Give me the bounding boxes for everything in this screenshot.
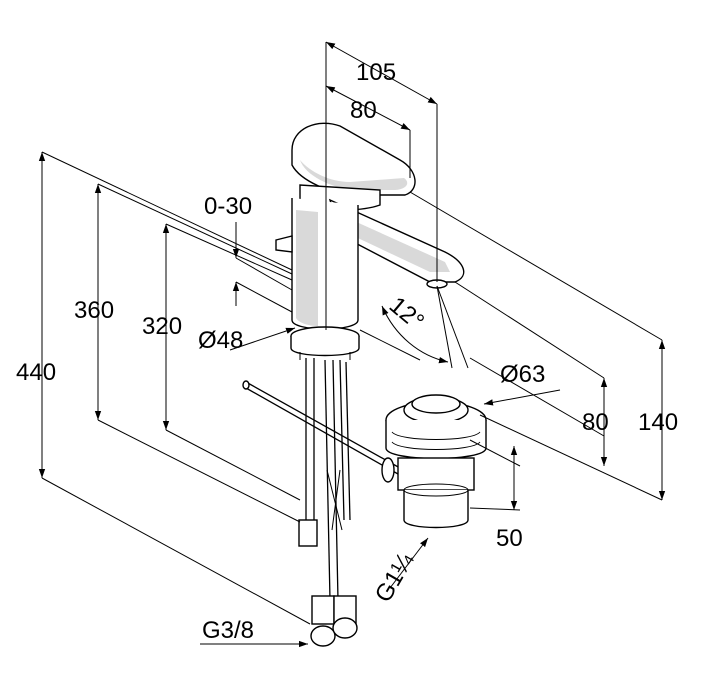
dim-50-label: 50	[496, 525, 523, 552]
dim-80-right-label: 80	[582, 409, 609, 436]
dim-angle-12-label: 12°	[384, 292, 429, 336]
dimension-labels: 105 80 0-30 360 320 440 Ø48 12° Ø63 80 1…	[16, 59, 678, 644]
dim-320-label: 320	[142, 313, 182, 340]
dim-360-label: 360	[74, 297, 114, 324]
thread-g3-8-label: G3/8	[202, 617, 254, 644]
dim-0-30-label: 0-30	[204, 193, 252, 220]
dim-diameter-63-label: Ø63	[500, 361, 545, 388]
dim-105-label: 105	[356, 59, 396, 86]
thread-g1-1-4-label: G1¼	[370, 548, 420, 607]
dim-80-top-label: 80	[350, 97, 377, 124]
dim-140-label: 140	[638, 409, 678, 436]
pop-up-drain	[381, 394, 487, 529]
dim-440-label: 440	[16, 359, 56, 386]
dimension-lines	[38, 41, 666, 648]
faucet-body	[275, 122, 465, 360]
dim-diameter-48-label: Ø48	[198, 327, 243, 354]
supply-hoses	[242, 358, 401, 647]
